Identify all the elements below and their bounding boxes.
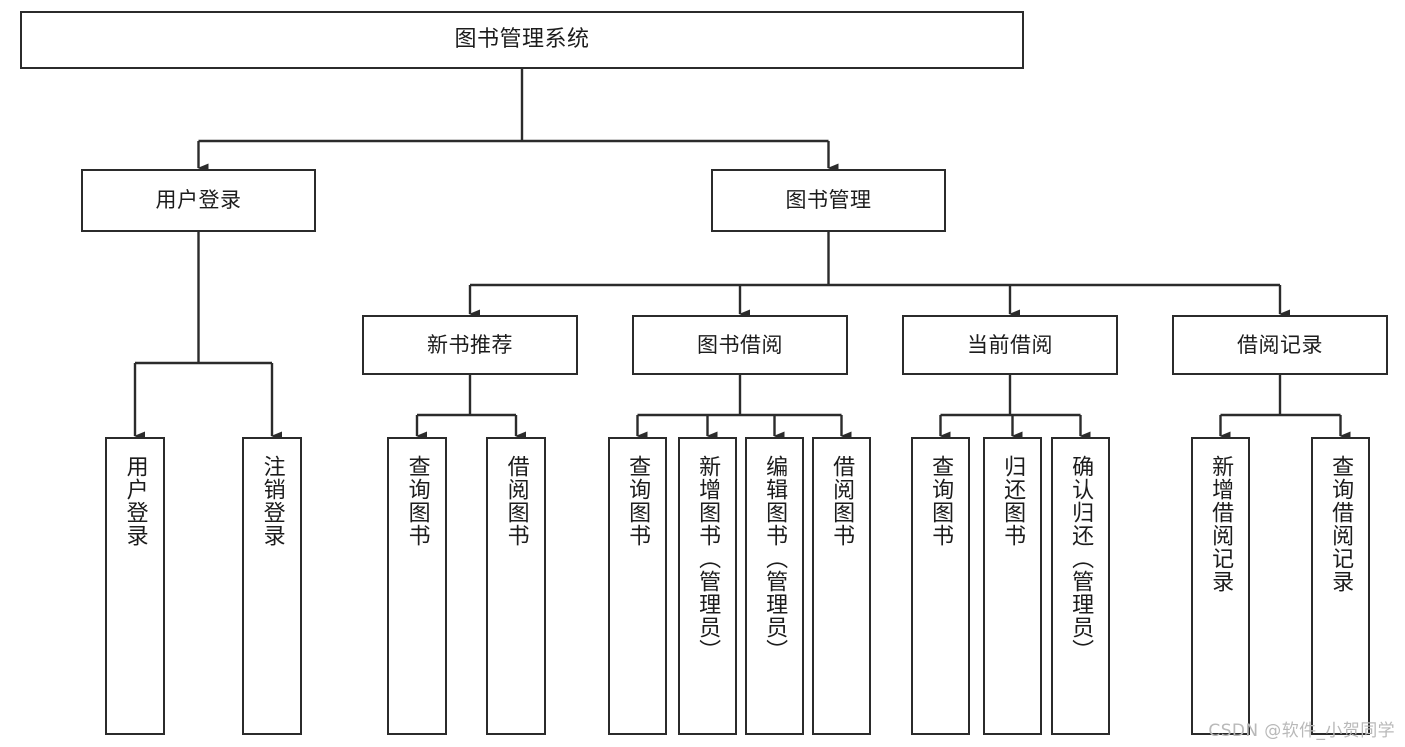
node-book-borrow[interactable]: 图书借阅 [632, 315, 848, 375]
node-label: 用户登录 [155, 188, 242, 213]
node-label: 查询图书 [404, 455, 430, 547]
node-current-borrow[interactable]: 当前借阅 [902, 315, 1118, 375]
node-label: 注销登录 [259, 455, 285, 547]
node-leaf-query-book-3[interactable]: 查询图书 [911, 437, 970, 735]
node-root[interactable]: 图书管理系统 [20, 11, 1024, 69]
node-label: 借阅图书 [503, 455, 529, 547]
node-label: 图书管理系统 [454, 27, 590, 53]
node-label: 新增图书（管理员） [695, 455, 721, 662]
node-leaf-add-record[interactable]: 新增借阅记录 [1191, 437, 1250, 735]
node-label: 查询图书 [625, 455, 651, 547]
node-leaf-borrow-book-1[interactable]: 借阅图书 [486, 437, 546, 735]
node-label: 查询借阅记录 [1328, 455, 1354, 593]
node-label: 归还图书 [1000, 455, 1026, 547]
node-book-manage[interactable]: 图书管理 [711, 169, 946, 232]
node-leaf-confirm-return[interactable]: 确认归还（管理员） [1051, 437, 1110, 735]
node-leaf-user-login[interactable]: 用户登录 [105, 437, 165, 735]
node-leaf-return-book[interactable]: 归还图书 [983, 437, 1042, 735]
node-leaf-borrow-book-2[interactable]: 借阅图书 [812, 437, 871, 735]
node-leaf-query-book-1[interactable]: 查询图书 [387, 437, 447, 735]
node-label: 借阅记录 [1237, 332, 1323, 357]
node-label: 图书管理 [785, 188, 872, 213]
node-label: 编辑图书（管理员） [762, 455, 788, 662]
node-label: 用户登录 [122, 455, 148, 547]
node-borrow-record[interactable]: 借阅记录 [1172, 315, 1388, 375]
node-leaf-logout[interactable]: 注销登录 [242, 437, 302, 735]
node-leaf-query-book-2[interactable]: 查询图书 [608, 437, 667, 735]
node-user-login[interactable]: 用户登录 [81, 169, 316, 232]
node-label: 当前借阅 [967, 332, 1053, 357]
node-label: 图书借阅 [697, 332, 783, 357]
node-label: 借阅图书 [829, 455, 855, 547]
csdn-watermark: CSDN @软件_小贺同学 [1208, 721, 1395, 741]
node-leaf-edit-book[interactable]: 编辑图书（管理员） [745, 437, 804, 735]
node-new-book-rec[interactable]: 新书推荐 [362, 315, 578, 375]
node-label: 查询图书 [928, 455, 954, 547]
node-label: 确认归还（管理员） [1068, 455, 1094, 662]
node-label: 新书推荐 [427, 332, 513, 357]
node-leaf-query-record[interactable]: 查询借阅记录 [1311, 437, 1370, 735]
node-label: 新增借阅记录 [1208, 455, 1234, 593]
node-leaf-add-book[interactable]: 新增图书（管理员） [678, 437, 737, 735]
